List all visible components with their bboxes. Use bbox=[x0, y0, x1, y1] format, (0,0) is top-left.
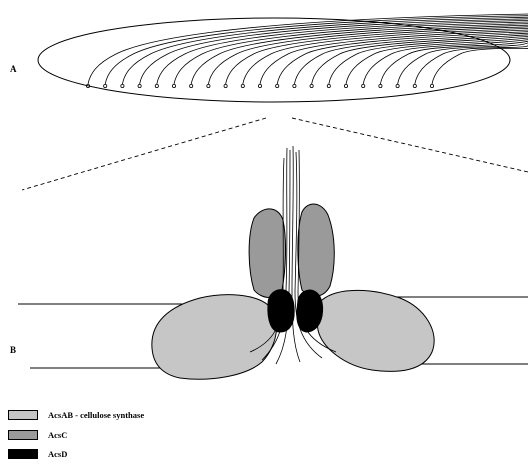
synthase-site-dot bbox=[138, 84, 141, 87]
legend-item-acsd: AcsD bbox=[8, 447, 67, 461]
panel-label-b: B bbox=[10, 345, 16, 355]
legend-label-acsc: AcsC bbox=[48, 430, 67, 440]
synthase-site-dot bbox=[413, 84, 416, 87]
synthase-site-dot bbox=[396, 84, 399, 87]
cellulose-fibril bbox=[174, 22, 528, 84]
legend-label-acsd: AcsD bbox=[48, 449, 67, 459]
synthase-site-dot bbox=[172, 84, 175, 87]
synthase-site-dot bbox=[104, 84, 107, 87]
legend-item-acsab: AcsAB - cellulose synthase bbox=[8, 408, 144, 422]
synthase-site-dot bbox=[344, 84, 347, 87]
synthase-site-dot bbox=[121, 84, 124, 87]
acsc-right bbox=[298, 204, 334, 296]
legend-swatch-acsab bbox=[8, 410, 38, 420]
cellulose-fibril bbox=[432, 46, 528, 84]
synthase-site-dot bbox=[224, 84, 227, 87]
acsab-left bbox=[152, 295, 277, 380]
zoom-line-right bbox=[292, 118, 528, 172]
synthase-site-dot bbox=[207, 84, 210, 87]
synthase-site-dot bbox=[430, 84, 433, 87]
legend-item-acsc: AcsC bbox=[8, 428, 67, 442]
cellulose-fibrils-group bbox=[86, 14, 528, 88]
synthase-site-dot bbox=[241, 84, 244, 87]
zoom-line-left bbox=[22, 118, 266, 190]
synthase-site-dot bbox=[379, 84, 382, 87]
synthase-site-dot bbox=[190, 84, 193, 87]
cellulose-fibril bbox=[346, 38, 528, 84]
synthase-site-dot bbox=[327, 84, 330, 87]
synthase-site-dot bbox=[362, 84, 365, 87]
synthase-site-dot bbox=[276, 84, 279, 87]
cellulose-fibril bbox=[329, 36, 528, 84]
synthase-site-dot bbox=[293, 84, 296, 87]
synthase-site-dot bbox=[310, 84, 313, 87]
acsc-left bbox=[249, 209, 285, 298]
legend-label-acsab: AcsAB - cellulose synthase bbox=[48, 410, 144, 420]
legend-swatch-acsd bbox=[8, 449, 38, 459]
cellulose-fibril bbox=[415, 44, 528, 84]
synthase-site-dot bbox=[258, 84, 261, 87]
panel-label-a: A bbox=[10, 64, 17, 74]
acsab-right bbox=[317, 290, 434, 371]
legend-swatch-acsc bbox=[8, 430, 38, 440]
synthase-site-dot bbox=[155, 84, 158, 87]
